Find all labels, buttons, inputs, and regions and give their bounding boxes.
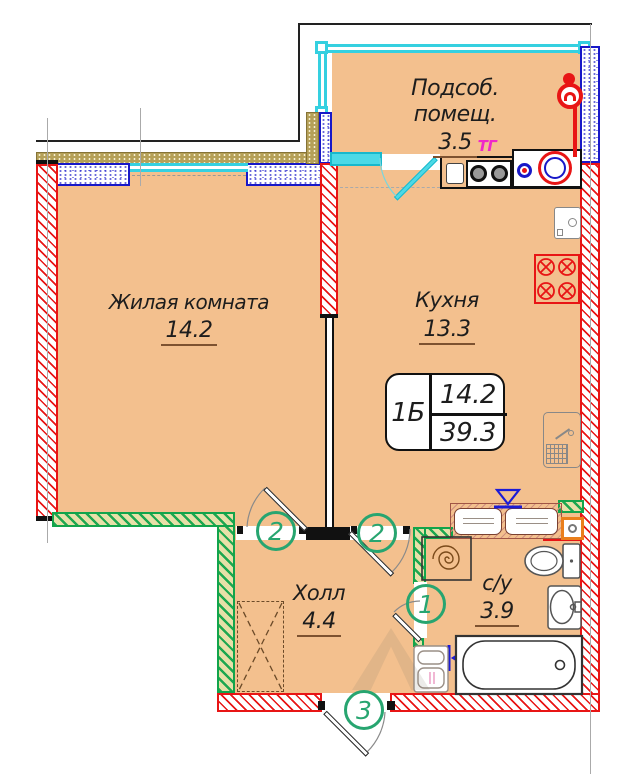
room-area: 3.5 <box>433 129 477 158</box>
gas-pipe <box>573 107 577 157</box>
toilet-icon <box>524 543 581 579</box>
axis-line <box>140 108 141 186</box>
hob-burner-icon <box>491 165 508 182</box>
duct-box <box>505 508 558 535</box>
sink-bowl-inner <box>544 157 566 179</box>
tap-icon <box>517 163 532 178</box>
duct-box <box>454 508 502 535</box>
axis-line <box>590 24 591 774</box>
utility-window-top <box>322 44 584 53</box>
unit-total-area: 39.3 <box>440 418 496 448</box>
room-name: Подсоб. <box>411 76 499 101</box>
room-area: 3.9 <box>475 599 519 628</box>
door-tag-2: 2 <box>256 511 296 551</box>
door-jamb <box>403 526 410 534</box>
room-name: Кухня <box>415 288 479 312</box>
kitchen-sink-cabinet <box>543 412 581 468</box>
room-label-living: Жилая комната 14.2 <box>89 290 289 346</box>
room-label-utility: Подсоб. помещ. 3.5 <box>385 76 525 158</box>
door-tag-number: 3 <box>356 695 372 725</box>
room-name: Жилая комната <box>108 290 270 314</box>
building-outline <box>298 23 592 25</box>
drain-spiral-icon <box>421 536 472 581</box>
sink-bowl-icon <box>538 151 572 185</box>
washbasin-icon <box>547 585 582 630</box>
door-tag-number: 2 <box>268 516 284 546</box>
door-tag-2b: 2 <box>357 513 397 553</box>
room-label-kitchen: Кухня 13.3 <box>397 288 497 346</box>
insulated-pier <box>246 163 324 186</box>
room-area: 13.3 <box>418 317 476 346</box>
living-room-window <box>130 163 248 172</box>
wardrobe-dashed-box <box>237 601 284 692</box>
gas-heater-icon <box>563 73 575 85</box>
wardrobe-cross <box>238 602 283 691</box>
building-outline <box>36 140 300 142</box>
washing-machine-icon <box>413 645 449 693</box>
door-jamb <box>387 701 395 710</box>
stove-burners-icon <box>537 258 576 300</box>
building-outline <box>298 24 300 142</box>
partition-living-kitchen <box>325 318 334 528</box>
bathtub-icon <box>454 634 584 696</box>
hob-burner-icon <box>470 165 487 182</box>
unit-living-area: 14.2 <box>440 380 496 410</box>
room-name: Холл <box>292 581 346 605</box>
appliance-box <box>554 207 581 239</box>
wall-center <box>320 163 338 316</box>
wardrobe-cross <box>238 602 283 691</box>
stove-icon <box>534 254 580 304</box>
gas-meter-box <box>561 517 584 540</box>
room-label-bathroom: с/у 3.9 <box>455 571 539 628</box>
unit-info-table: 1Б 14.2 39.3 <box>385 373 507 451</box>
wall-tee <box>306 527 350 540</box>
room-label-hall: Холл 4.4 <box>269 581 369 638</box>
balcony-sill <box>330 152 382 166</box>
room-name: с/у <box>482 571 512 595</box>
window-sill-line <box>132 175 246 176</box>
window-node <box>315 41 328 54</box>
utility-axis-line <box>340 187 440 188</box>
gas-heater-flame <box>564 92 576 101</box>
utility-window-left <box>318 46 327 112</box>
partition-living-hall <box>52 512 235 527</box>
door-arc <box>391 528 411 573</box>
door-arc <box>246 487 266 528</box>
door-tag-1: 1 <box>406 584 446 624</box>
door-jamb <box>351 526 357 534</box>
axis-line <box>47 118 48 543</box>
outside-area <box>600 0 637 777</box>
door-jamb <box>237 526 243 534</box>
door-arc-glazed <box>379 157 397 197</box>
door-arc <box>366 711 386 753</box>
unit-type: 1Б <box>391 398 425 428</box>
wall-cap <box>320 314 338 318</box>
vent-symbol-icon <box>494 488 522 509</box>
outside-area <box>0 712 637 777</box>
facade-finish-pier <box>306 112 319 164</box>
insulated-pier <box>56 163 130 186</box>
gas-supply-label: ТГ <box>477 137 497 155</box>
room-area: 4.4 <box>297 609 341 638</box>
outside-area <box>580 0 600 44</box>
door-tag-3: 3 <box>344 690 384 730</box>
partition-hall-left <box>217 525 235 693</box>
door-tag-number: 2 <box>369 518 385 548</box>
partition-duct <box>558 500 584 513</box>
room-name: помещ. <box>413 102 497 128</box>
door-tag-number: 1 <box>418 589 434 619</box>
room-area: 14.2 <box>160 318 218 346</box>
door-jamb <box>318 701 325 710</box>
counter-board <box>446 163 464 184</box>
